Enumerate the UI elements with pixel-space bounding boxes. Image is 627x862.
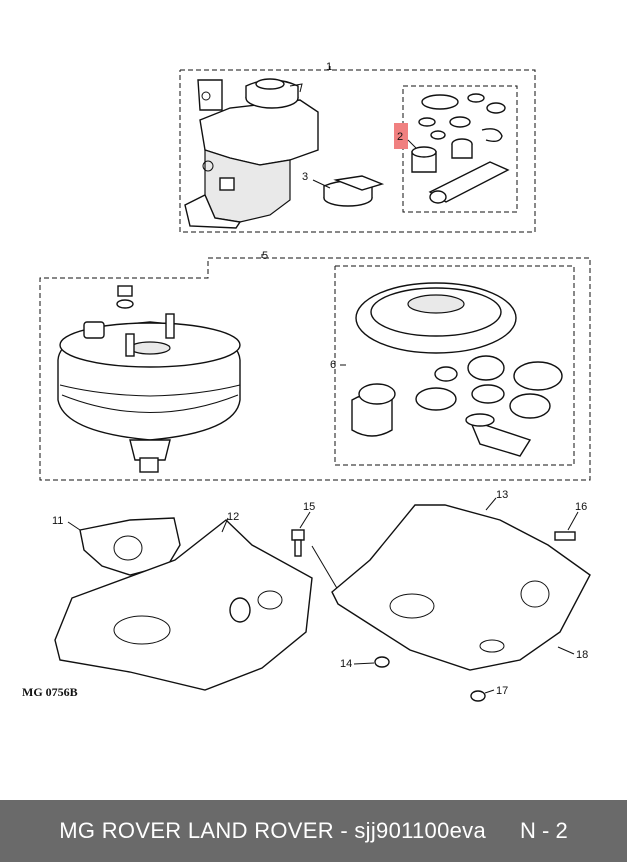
callout-12: 12	[227, 511, 239, 523]
brake-servo	[57, 285, 241, 473]
callout-2: 2	[397, 131, 403, 143]
callout-13: 13	[496, 489, 508, 501]
diagram-reference: MG 0756B	[22, 685, 78, 699]
footer-title: MG ROVER LAND ROVER - sjj901100eva	[59, 818, 487, 843]
seal-kit: 2	[394, 85, 518, 213]
reservoir	[184, 78, 319, 229]
highlight-box	[394, 123, 408, 149]
reservoir-kit-group: 1 3 2	[179, 61, 536, 233]
footer-page-number: N - 2	[520, 818, 568, 843]
left-mounting-plate	[54, 519, 313, 691]
footer-banner: MG ROVER LAND ROVER - sjj901100eva N - 2	[0, 800, 627, 862]
reservoir-cap: 3	[302, 171, 385, 207]
callout-6: 6	[330, 359, 336, 371]
callout-1: 1	[326, 61, 332, 73]
callout-16: 16	[575, 501, 587, 513]
servo-seal-kit: 6	[330, 265, 575, 466]
servo-group: 5 6	[39, 250, 591, 481]
callout-17: 17	[496, 685, 508, 697]
right-mounting-plate	[331, 504, 591, 671]
mounting-plates: 11 12 15 13 16 14 17 18	[52, 489, 591, 702]
callout-11: 11	[52, 515, 63, 527]
callout-15: 15	[303, 501, 315, 513]
callout-3: 3	[302, 171, 308, 183]
parts-diagram: 1 3 2	[22, 61, 591, 702]
callout-18: 18	[576, 649, 588, 661]
callout-14: 14	[340, 658, 352, 670]
callout-5: 5	[262, 250, 268, 262]
